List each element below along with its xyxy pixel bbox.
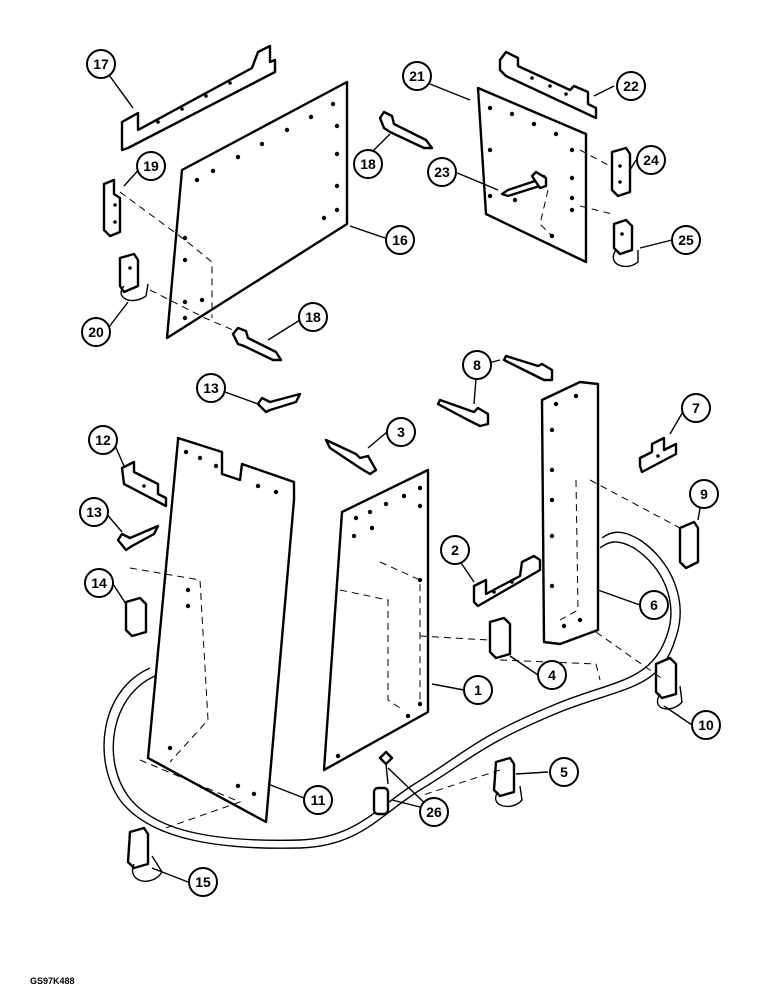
bracket-24	[610, 146, 632, 198]
latch-15	[126, 826, 163, 882]
pin-8-upper	[502, 354, 554, 382]
svg-text:3: 3	[397, 424, 405, 440]
svg-text:26: 26	[426, 804, 442, 820]
callout-13-upper: 13	[196, 373, 226, 403]
latch-25	[612, 218, 639, 268]
bracket-19	[102, 178, 122, 238]
svg-text:16: 16	[392, 232, 408, 248]
svg-text:2: 2	[451, 542, 459, 558]
svg-text:5: 5	[560, 764, 568, 780]
latch-20	[118, 252, 149, 302]
bracket-12	[120, 460, 168, 508]
pin-18-upper	[378, 110, 434, 150]
callout-14: 14	[84, 568, 114, 598]
bracket-9	[678, 520, 700, 570]
callout-22: 22	[616, 71, 646, 101]
callout-25: 25	[671, 225, 701, 255]
callout-12: 12	[88, 425, 118, 455]
svg-text:6: 6	[650, 597, 658, 613]
latch-10	[654, 656, 683, 710]
svg-text:13: 13	[86, 504, 102, 520]
callout-16: 16	[385, 225, 415, 255]
svg-text:15: 15	[195, 874, 211, 890]
latch-5	[492, 756, 523, 808]
callout-13-lower: 13	[79, 497, 109, 527]
panel-16	[119, 80, 349, 340]
callout-21: 21	[402, 61, 432, 91]
svg-text:14: 14	[91, 575, 107, 591]
callout-4: 4	[537, 660, 567, 690]
callout-19: 19	[136, 151, 166, 181]
svg-text:11: 11	[311, 792, 326, 808]
svg-text:22: 22	[623, 78, 639, 94]
svg-text:17: 17	[93, 56, 109, 72]
pin-13-lower	[116, 524, 160, 552]
panel-11	[129, 436, 296, 831]
seal-loop	[103, 531, 681, 849]
svg-text:21: 21	[409, 68, 425, 84]
svg-text:1: 1	[474, 682, 482, 698]
svg-text:20: 20	[88, 324, 104, 340]
callout-20: 20	[81, 317, 111, 347]
svg-text:12: 12	[95, 432, 111, 448]
pin-8-lower	[436, 398, 490, 428]
callout-15: 15	[188, 867, 218, 897]
bracket-14	[124, 596, 148, 638]
callout-1: 1	[463, 675, 493, 705]
seal-pin	[378, 750, 394, 766]
callout-7: 7	[681, 393, 711, 423]
callout-10: 10	[691, 710, 721, 740]
pin-23	[500, 170, 548, 198]
callout-2: 2	[440, 535, 470, 565]
svg-text:10: 10	[698, 717, 714, 733]
drawing-code: GS97K488	[30, 976, 75, 986]
callout-9: 9	[689, 479, 719, 509]
pin-18-lower	[231, 326, 283, 362]
seal-clip	[372, 786, 390, 816]
pin-3	[324, 438, 378, 476]
callout-3: 3	[386, 417, 416, 447]
callout-8: 8	[462, 350, 492, 380]
callout-24: 24	[636, 145, 666, 175]
svg-text:25: 25	[678, 232, 694, 248]
svg-text:9: 9	[700, 486, 708, 502]
callout-18-upper: 18	[353, 149, 383, 179]
callout-5: 5	[549, 757, 579, 787]
svg-text:13: 13	[203, 380, 219, 396]
bracket-2	[472, 554, 542, 608]
svg-text:4: 4	[548, 667, 556, 683]
callout-26: 26	[419, 797, 449, 827]
bracket-22	[498, 50, 598, 120]
panel-1	[322, 468, 430, 772]
callout-23: 23	[427, 157, 457, 187]
svg-text:18: 18	[360, 156, 376, 172]
svg-text:24: 24	[643, 152, 659, 168]
callout-6: 6	[639, 590, 669, 620]
svg-text:18: 18	[305, 309, 321, 325]
pin-13-upper	[256, 392, 302, 414]
callout-17: 17	[86, 49, 116, 79]
bracket-7	[638, 436, 678, 474]
callout-18-lower: 18	[298, 302, 328, 332]
svg-text:8: 8	[473, 357, 481, 373]
bracket-17	[120, 44, 277, 152]
callout-11: 11	[303, 785, 333, 815]
panel-6	[540, 380, 681, 646]
bracket-4	[488, 616, 512, 660]
svg-text:7: 7	[692, 400, 700, 416]
svg-text:23: 23	[434, 164, 450, 180]
svg-text:19: 19	[143, 158, 159, 174]
